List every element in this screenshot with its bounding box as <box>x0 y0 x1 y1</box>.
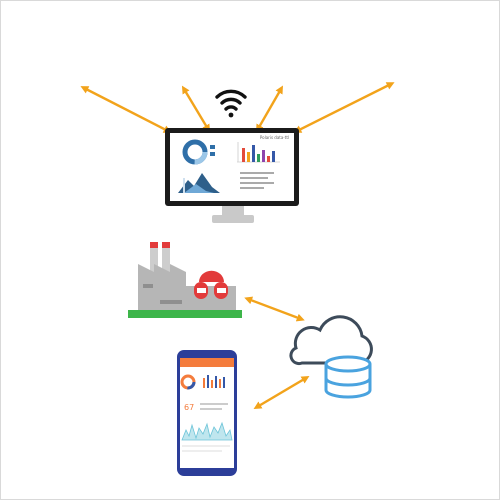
factory-icon <box>128 242 242 318</box>
arrow-conveyor-1-monitor <box>80 86 172 133</box>
dashboard-monitor-icon: Polaris data-ttl <box>165 128 299 223</box>
arrow-conveyor-2-monitor <box>181 85 211 133</box>
arrow-factory-cloud <box>244 296 305 322</box>
phone-stat-value: 67 <box>184 403 194 412</box>
arrow-conveyor-4-monitor <box>293 82 395 133</box>
wifi-icon <box>215 89 247 118</box>
monitor-header-text: Polaris data-ttl <box>260 135 289 140</box>
connection-arrows <box>80 82 395 410</box>
arrow-conveyor-3-monitor <box>256 85 283 133</box>
mobile-dashboard-icon: 67 <box>177 350 237 476</box>
cloud-database-icon <box>289 315 373 399</box>
arrow-phone-cloud <box>253 375 310 410</box>
